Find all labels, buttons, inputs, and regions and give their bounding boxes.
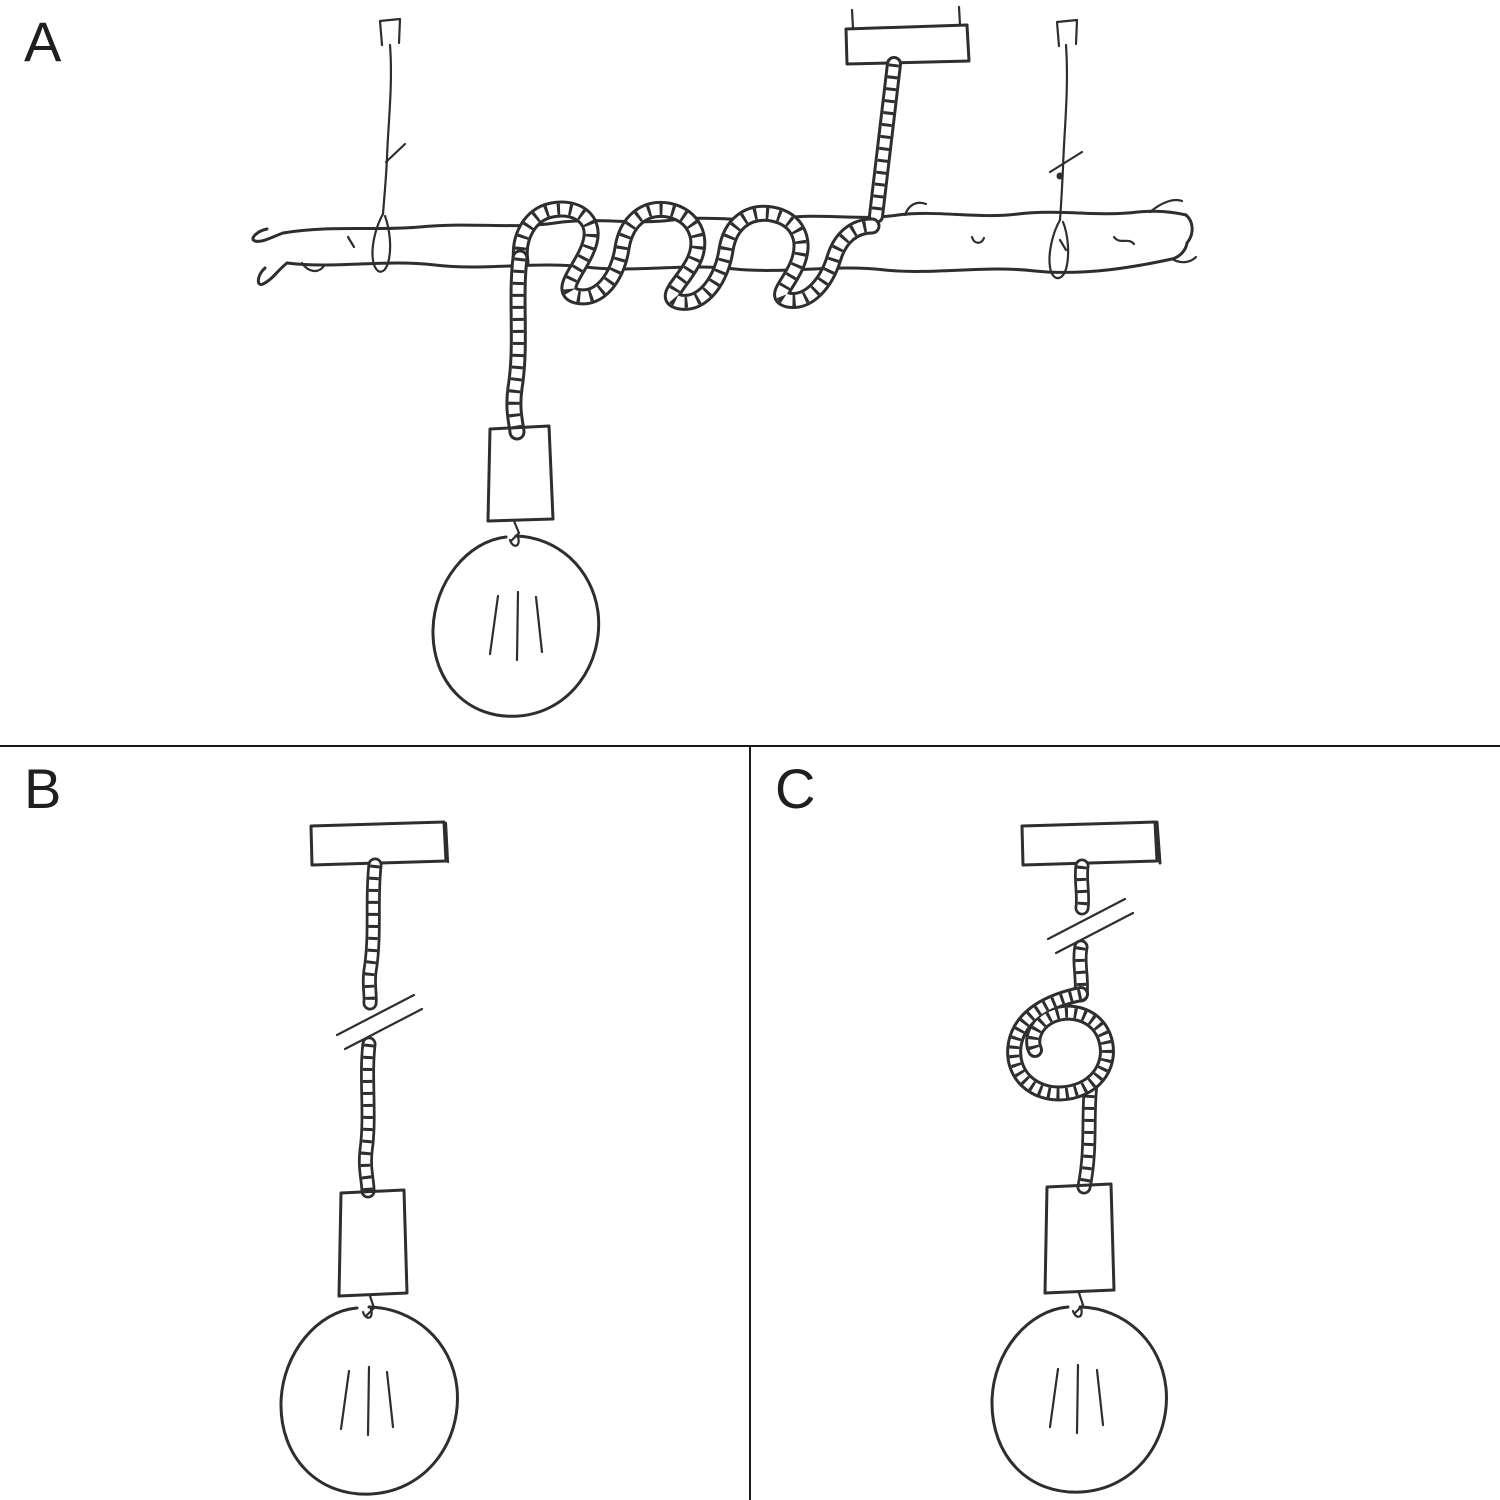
rope-break-mark xyxy=(1046,897,1135,955)
suspension-loop-right xyxy=(1048,218,1070,280)
pendant-rope-upper xyxy=(369,865,375,1003)
rope-wrapped-around-branch xyxy=(520,209,872,302)
vertical-divider xyxy=(749,747,751,1500)
panel-a: A xyxy=(0,0,1500,745)
horizontal-divider xyxy=(0,745,1500,747)
pendant-rope xyxy=(514,258,520,432)
light-bulb xyxy=(279,1305,459,1496)
ceiling-hook-right xyxy=(1048,18,1084,222)
pendant-rope-below-knot xyxy=(1084,1083,1091,1187)
panel-b-label: B xyxy=(24,757,63,820)
panel-a-label: A xyxy=(24,10,63,73)
lamp-holder xyxy=(1043,1182,1116,1315)
rope-break-mark xyxy=(335,993,424,1051)
rope-knot xyxy=(1014,994,1107,1093)
ceiling-hook-left xyxy=(378,17,407,216)
bottom-panels: B xyxy=(0,747,1500,1500)
panel-c-label: C xyxy=(775,757,817,820)
pendant-rope-top xyxy=(1081,866,1082,908)
lamp-holder xyxy=(486,424,555,543)
pendant-rope-lower xyxy=(365,1044,369,1191)
knotted-rope-pendant-sketch xyxy=(990,820,1168,1494)
ceiling-rose xyxy=(844,5,971,66)
suspension-loop-left xyxy=(371,212,392,273)
branch-pendant-sketch xyxy=(251,5,1198,718)
straight-rope-pendant-sketch xyxy=(279,820,459,1496)
ceiling-rose xyxy=(1020,820,1162,867)
panel-c: C xyxy=(751,747,1500,1500)
ceiling-rose xyxy=(309,820,450,867)
lamp-holder xyxy=(337,1188,409,1318)
rope-from-rose xyxy=(876,64,894,216)
panel-b: B xyxy=(0,747,749,1500)
light-bulb xyxy=(990,1305,1168,1494)
light-bulb xyxy=(431,534,601,718)
